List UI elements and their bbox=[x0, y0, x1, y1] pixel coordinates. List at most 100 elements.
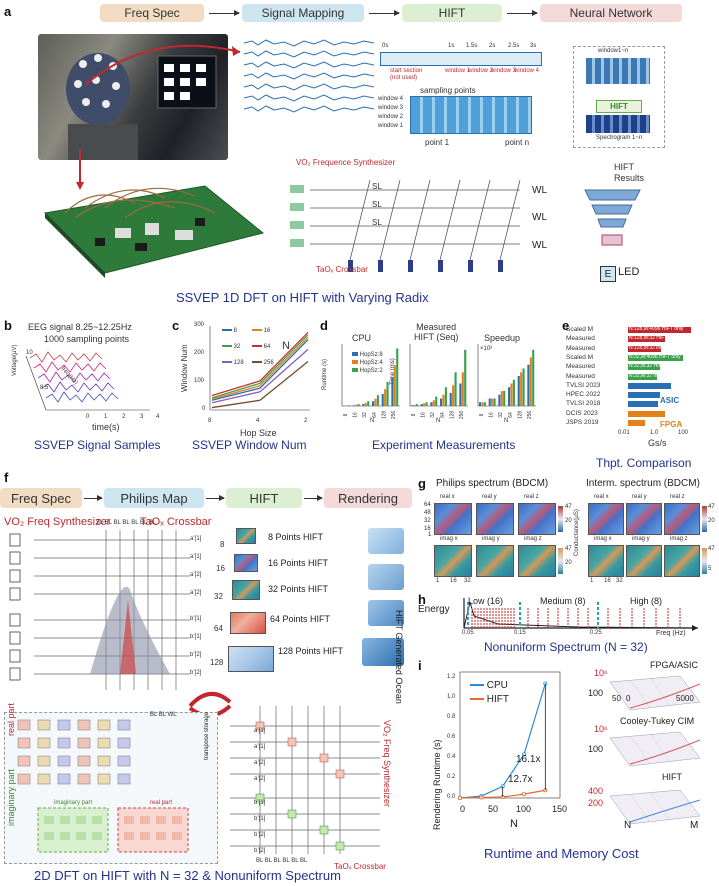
e-caption: Thpt. Comparison bbox=[596, 456, 692, 470]
d-bar bbox=[444, 387, 447, 406]
i-xtick-50: 50 bbox=[488, 804, 499, 814]
i-ax-50: 50 bbox=[612, 694, 621, 703]
e-fpga-label: FPGA bbox=[660, 420, 683, 429]
d-bar bbox=[367, 401, 370, 406]
d-xtick: 32 bbox=[430, 412, 436, 418]
g-p-cb-20: 20 bbox=[565, 518, 572, 524]
d-bar bbox=[522, 368, 525, 406]
g-p-cb-20b: 20 bbox=[565, 560, 572, 566]
c-legend-n: N bbox=[282, 340, 290, 352]
g-i-real-z: real z bbox=[670, 494, 685, 500]
f-b-1: b’[1] bbox=[190, 616, 202, 622]
c-series-8 bbox=[211, 339, 309, 401]
pipeline-a-hift: HIFT bbox=[402, 4, 502, 22]
sampling-grid bbox=[410, 96, 532, 134]
d-xtick: 8 bbox=[411, 413, 417, 416]
g-i-colorbar-imag bbox=[702, 548, 707, 574]
f-num-128: 128 bbox=[210, 658, 224, 667]
c-series-64 bbox=[211, 331, 309, 397]
g-p-xtick-32: 32 bbox=[464, 578, 471, 584]
panel-letter-e: e bbox=[562, 318, 570, 333]
f-synth-label: VO₂ Freq Synthesizer bbox=[4, 516, 111, 528]
panel-letter-i: i bbox=[418, 658, 422, 673]
g-p-heatmap-imag-y bbox=[476, 545, 514, 577]
d-bar bbox=[440, 398, 443, 406]
crossbar-label-a: TaOₓ Crossbar bbox=[316, 265, 368, 274]
b-xtick-3: 3 bbox=[140, 414, 144, 420]
g-i-xtick-32: 32 bbox=[616, 578, 623, 584]
i-exp-1: 10⁶ bbox=[594, 668, 608, 678]
g-p-xtick-1: 1 bbox=[436, 578, 440, 584]
e-bar bbox=[628, 364, 660, 371]
d-caption: Experiment Measurements bbox=[372, 438, 516, 452]
arrow bbox=[84, 495, 103, 501]
d-bar bbox=[386, 382, 389, 406]
g-p-colorbar-real bbox=[558, 506, 563, 532]
panel-letter-b: b bbox=[4, 318, 12, 333]
g-p-imag-y: imag y bbox=[482, 536, 500, 542]
i-ytick-1-2: 1.2 bbox=[447, 674, 456, 680]
g-i-cb-47b: 47 bbox=[708, 546, 715, 552]
d-bar bbox=[442, 394, 445, 406]
d-bar bbox=[488, 398, 491, 406]
window-stack-1: window 1 bbox=[378, 123, 404, 129]
panel-letter-g: g bbox=[418, 476, 426, 491]
i-ytick-1-0: 1.0 bbox=[447, 694, 456, 700]
ocean-32 bbox=[232, 580, 260, 600]
d-bar bbox=[520, 372, 523, 406]
d-bar bbox=[527, 364, 530, 406]
d-xtick: 256 bbox=[527, 411, 533, 420]
i-ann-12x: 12.7x bbox=[508, 774, 533, 785]
g-p-ytick-64: 64 bbox=[424, 502, 431, 508]
e-row-label: Measured bbox=[566, 335, 595, 343]
i-ytick-0-8: 0.8 bbox=[447, 714, 456, 720]
e-row-label: TVLSI 2023 bbox=[566, 381, 601, 389]
e-row-tag: N:128,M:32 HIFT only bbox=[629, 335, 678, 342]
b-xtick-4: 4 bbox=[156, 414, 160, 420]
i-xtick-150: 150 bbox=[552, 804, 568, 814]
e-bar bbox=[628, 327, 691, 333]
b-title-1: EEG signal 8.25~12.25Hz bbox=[28, 322, 132, 332]
i-val-400: 400 bbox=[588, 786, 604, 796]
d-bar bbox=[459, 383, 462, 406]
e-row-label: Measured bbox=[566, 372, 595, 380]
d-bar bbox=[352, 405, 355, 406]
d-bar bbox=[461, 372, 464, 406]
ocean-64 bbox=[230, 612, 266, 634]
f-points-128: 128 Points HIFT bbox=[278, 646, 344, 656]
e-row-label: Scaled M bbox=[566, 353, 594, 361]
g-i-real-y: real y bbox=[632, 494, 647, 500]
f-real-inner: real part bbox=[150, 800, 173, 806]
c-series-32 bbox=[211, 334, 309, 399]
wl-label-3: WL bbox=[532, 240, 547, 251]
arrow bbox=[369, 10, 400, 16]
c-leg-64: 64 bbox=[252, 344, 270, 350]
c-ylabel: Window Num bbox=[180, 344, 189, 392]
d-bar bbox=[498, 394, 501, 406]
g-i-heatmap-real-z bbox=[664, 503, 700, 535]
f-points-32: 32 Points HIFT bbox=[268, 584, 329, 594]
i-ax-5000: 5000 bbox=[676, 694, 694, 703]
d-bar bbox=[420, 404, 423, 406]
e-xlabel: Gs/s bbox=[648, 438, 667, 448]
g-p-xtick-16: 16 bbox=[450, 578, 457, 584]
e-bar bbox=[628, 336, 666, 343]
i-ytick-0-0: 0.0 bbox=[447, 794, 456, 800]
b-ylabel: Voltage(μV) bbox=[12, 344, 18, 376]
f-b-3: b’[2] bbox=[190, 652, 202, 658]
c-xtick-2: 2 bbox=[304, 418, 308, 424]
pipeline-f-hift: HIFT bbox=[226, 488, 302, 508]
arrow bbox=[507, 10, 538, 16]
g-p-colorbar-imag bbox=[558, 548, 563, 574]
window-stack: window 4 window 3 window 2 window 1 bbox=[378, 96, 408, 136]
window-stack-2: window 2 bbox=[378, 114, 404, 120]
c-caption: SSVEP Window Num bbox=[192, 438, 307, 452]
arrow bbox=[206, 495, 225, 501]
c-series-16 bbox=[211, 336, 309, 400]
d-bar bbox=[347, 405, 350, 406]
c-ytick-200: 200 bbox=[194, 350, 205, 356]
d-xtick: 256 bbox=[459, 411, 465, 420]
g-p-cb-label: Conductance(μS) bbox=[574, 509, 580, 556]
f-b2-4: b’[2] bbox=[254, 848, 266, 854]
